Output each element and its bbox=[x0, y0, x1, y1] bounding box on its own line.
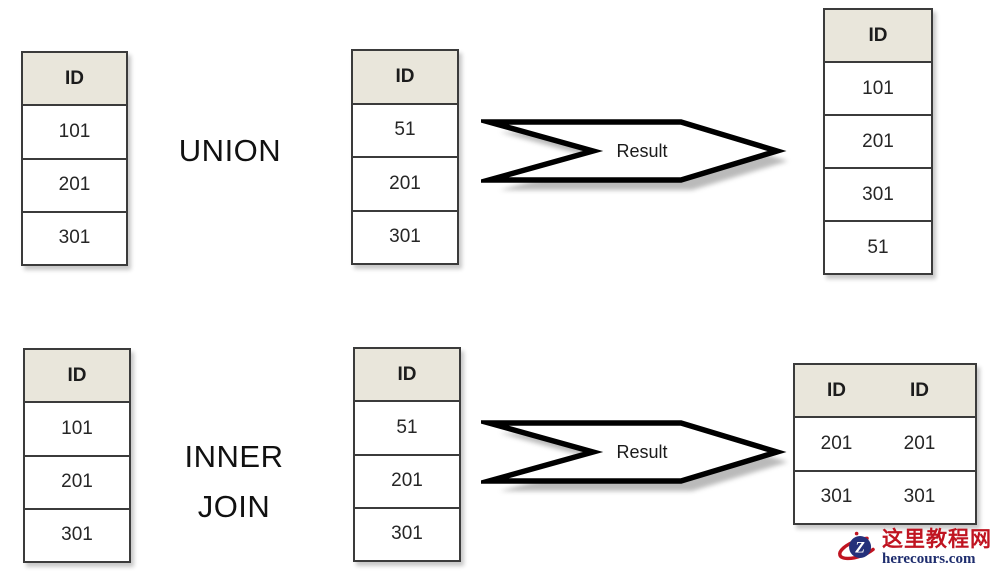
logo-letter: Z bbox=[854, 540, 865, 557]
table-header-row: ID ID bbox=[795, 365, 975, 417]
column-header-cell: ID bbox=[23, 53, 126, 105]
union-result-table: ID 101 201 301 51 bbox=[823, 8, 933, 275]
column-header-cell: ID bbox=[25, 350, 129, 402]
table-row: 301 301 bbox=[795, 469, 975, 523]
watermark-text: 这里教程网 herecours.com bbox=[882, 528, 992, 567]
table-cell: 101 bbox=[25, 401, 129, 455]
table-cell: 201 bbox=[353, 156, 457, 210]
join-result-table: ID ID 201 201 301 301 bbox=[793, 363, 977, 525]
table-cell: 301 bbox=[23, 210, 126, 264]
table-cell: 101 bbox=[825, 61, 931, 114]
union-source-table-1: ID 101 201 301 bbox=[21, 51, 128, 266]
table-cell: 51 bbox=[355, 400, 459, 454]
union-result-arrow: Result bbox=[468, 110, 801, 202]
column-header-cell: ID bbox=[827, 379, 846, 401]
arrow-label: Result bbox=[616, 442, 668, 462]
union-source-table-2: ID 51 201 301 bbox=[351, 49, 459, 265]
table-cell: 301 bbox=[825, 167, 931, 220]
column-header-cell: ID bbox=[825, 10, 931, 61]
join-source-table-2: ID 51 201 301 bbox=[353, 347, 461, 562]
table-cell: 101 bbox=[23, 104, 126, 158]
table-cell: 201 bbox=[25, 454, 129, 508]
right-chevron-arrow-icon bbox=[468, 119, 788, 190]
table-cell: 51 bbox=[353, 102, 457, 156]
table-cell: 201 bbox=[903, 432, 936, 454]
watermark-site-url: herecours.com bbox=[882, 550, 976, 567]
join-source-table-1: ID 101 201 301 bbox=[23, 348, 131, 563]
site-watermark: Z 这里教程网 herecours.com bbox=[836, 523, 992, 571]
right-chevron-arrow-icon bbox=[468, 420, 788, 491]
arrow-label: Result bbox=[616, 141, 668, 161]
column-header-cell: ID bbox=[910, 379, 929, 401]
table-row: 201 201 bbox=[795, 416, 975, 470]
join-result-arrow: Result bbox=[468, 411, 801, 503]
join-operation-line2: JOIN bbox=[197, 489, 271, 524]
join-operation-line1: INNER bbox=[184, 439, 284, 474]
column-header-cell: ID bbox=[353, 51, 457, 103]
watermark-site-name: 这里教程网 bbox=[882, 527, 992, 551]
table-cell: 51 bbox=[825, 220, 931, 273]
union-operation-label: UNION bbox=[178, 133, 282, 168]
column-header-cell: ID bbox=[355, 349, 459, 401]
table-cell: 301 bbox=[25, 507, 129, 561]
join-operation-label: INNER JOIN bbox=[150, 432, 318, 532]
table-cell: 301 bbox=[903, 486, 936, 508]
table-cell: 301 bbox=[353, 209, 457, 263]
site-logo-icon: Z bbox=[838, 531, 880, 561]
table-cell: 301 bbox=[820, 486, 853, 508]
table-cell: 301 bbox=[355, 506, 459, 560]
table-cell: 201 bbox=[825, 114, 931, 167]
table-cell: 201 bbox=[355, 453, 459, 507]
table-cell: 201 bbox=[23, 157, 126, 211]
table-cell: 201 bbox=[820, 432, 853, 454]
